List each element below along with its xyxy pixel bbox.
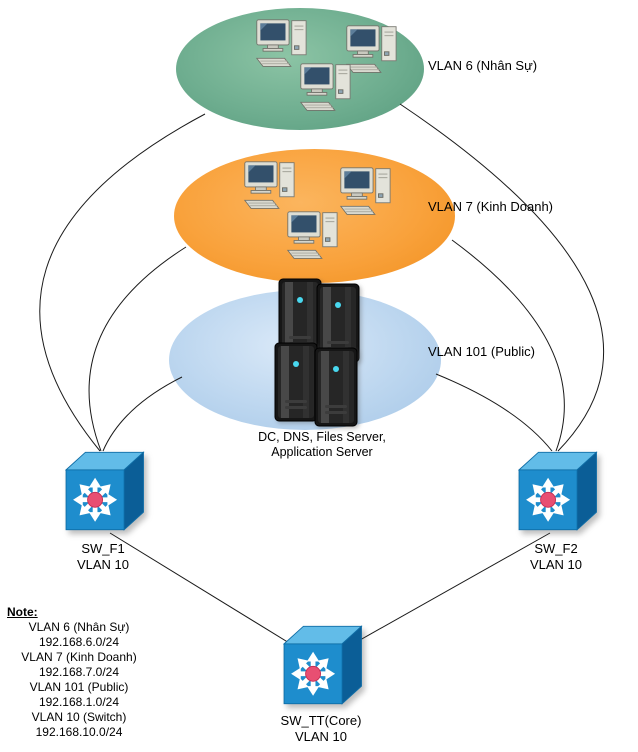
note-line: VLAN 6 (Nhân Sự) (28, 620, 130, 634)
note-line: VLAN 10 (Switch) (31, 710, 127, 724)
link-vlan6-swf2 (399, 103, 604, 452)
server-tower-icon (313, 347, 359, 427)
swf2-vlan: VLAN 10 (529, 557, 583, 572)
link-vlan101-swf1 (102, 376, 183, 452)
swf1-name: SW_F1 (81, 541, 125, 556)
swf1-label: SW_F1 VLAN 10 (59, 541, 147, 573)
swf1-vlan: VLAN 10 (76, 557, 130, 572)
note-block: Note: VLAN 6 (Nhân Sự) 192.168.6.0/24 VL… (5, 605, 153, 740)
link-vlan6-swf1 (39, 113, 206, 452)
swtt-name: SW_TT(Core) (280, 713, 362, 728)
vlan7-label: VLAN 7 (Kinh Doanh) (428, 199, 554, 214)
vlan6-label: VLAN 6 (Nhân Sự) (428, 58, 538, 73)
note-line: 192.168.1.0/24 (38, 695, 120, 709)
workstation-icon (296, 62, 354, 114)
link-vlan101-swf2 (435, 373, 553, 452)
swtt-vlan: VLAN 10 (294, 729, 348, 744)
note-line: 192.168.10.0/24 (35, 725, 123, 739)
swf2-name: SW_F2 (534, 541, 578, 556)
servers-caption: DC, DNS, Files Server, Application Serve… (258, 430, 386, 459)
multilayer-switch-icon-swf1 (59, 447, 147, 535)
link-swf2-swtt (343, 532, 551, 650)
multilayer-switch-icon-swtt (277, 621, 365, 709)
link-vlan7-swf2 (451, 239, 565, 452)
link-vlan7-swf1 (88, 246, 187, 452)
note-title: Note: (7, 605, 38, 619)
workstation-icon (240, 160, 298, 212)
multilayer-switch-icon-swf2 (512, 447, 600, 535)
workstation-icon (283, 210, 341, 262)
link-swf1-swtt (109, 532, 300, 650)
workstation-icon (336, 166, 394, 218)
swf2-label: SW_F2 VLAN 10 (512, 541, 600, 573)
note-line: VLAN 101 (Public) (29, 680, 129, 694)
note-line: 192.168.7.0/24 (38, 665, 120, 679)
swtt-label: SW_TT(Core) VLAN 10 (265, 713, 377, 745)
vlan101-label: VLAN 101 (Public) (428, 344, 535, 359)
note-line: VLAN 7 (Kinh Doanh) (21, 650, 137, 664)
note-line: 192.168.6.0/24 (38, 635, 120, 649)
